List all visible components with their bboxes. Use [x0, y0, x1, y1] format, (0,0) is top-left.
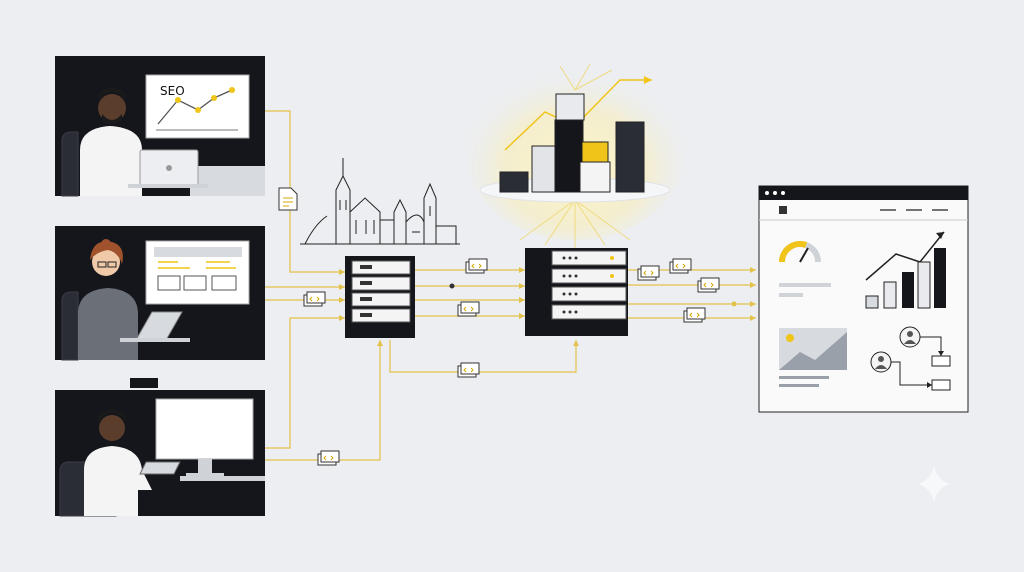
person-seo-icon: [61, 88, 208, 197]
monitor-screen: [155, 398, 254, 460]
city-skyline-icon: [300, 158, 460, 245]
code-blocks: [157, 275, 237, 291]
dashboard-window-icon: [758, 185, 969, 413]
person-tablet-panel: [55, 378, 265, 517]
person-developer-panel: [55, 226, 265, 361]
seo-chart-screen: [145, 74, 250, 139]
arrow-heads: [339, 267, 756, 346]
seo-trend-points: [175, 87, 235, 113]
sparkle-icon: [918, 466, 950, 502]
person-developer-icon: [61, 239, 190, 361]
document-icon: [278, 187, 298, 211]
code-lines: [158, 261, 236, 269]
bar-chart-cubes-icon: [465, 60, 685, 248]
person-tablet-icon: [59, 409, 181, 517]
user-flow-icon: [870, 326, 951, 391]
trend-chart-icon: [865, 231, 946, 309]
server-rack-icon: [525, 248, 628, 336]
seo-chart-label: SEO: [160, 84, 185, 98]
gauge-icon: [778, 240, 831, 297]
server-rack-icon: [345, 256, 415, 338]
image-card: [779, 328, 847, 387]
person-seo-panel: SEO: [55, 56, 265, 197]
